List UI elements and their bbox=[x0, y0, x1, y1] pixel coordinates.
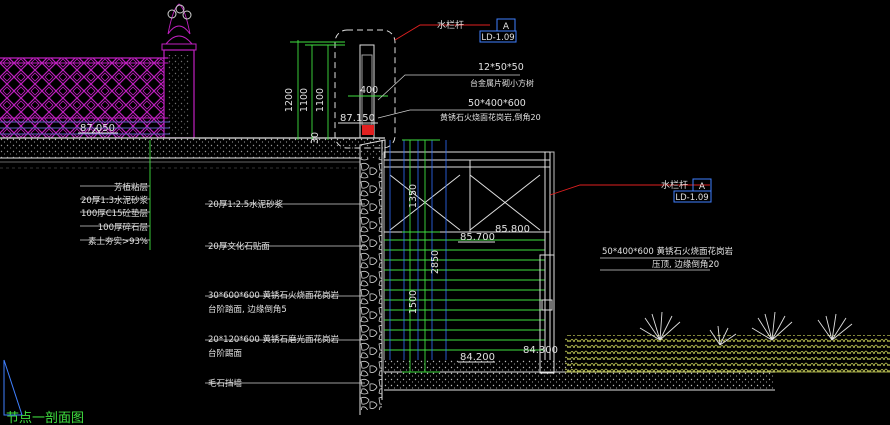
water-feature bbox=[383, 140, 775, 391]
layer-notes: 芳植粘层 20厚1:3水泥砂浆 100厚C15砼垫层 100厚碎石层 素土夯实>… bbox=[81, 182, 148, 247]
note-post-material: 台金属片砌小方树 bbox=[470, 78, 534, 88]
layer-note-5: 素土夯实>93% bbox=[88, 236, 148, 247]
coping-note-size: 50*400*600 黄锈石火烧面花岗岩 bbox=[602, 246, 733, 257]
callout-top-mark: A bbox=[503, 22, 510, 32]
elevation-labels: 87.050 87.150 85.700 85.800 84.200 84.30… bbox=[80, 113, 558, 363]
callout-top-sheet: LD-1.09 bbox=[481, 33, 514, 43]
wall-note-riser-detail: 台阶踢面 bbox=[208, 348, 243, 359]
dim-1200: 1200 bbox=[284, 88, 295, 112]
layer-note-1: 芳植粘层 bbox=[114, 182, 148, 193]
layer-note-4: 100厚碎石层 bbox=[98, 222, 148, 233]
elev-ground-right: 84.300 bbox=[523, 345, 558, 356]
dim-30: 30 bbox=[310, 132, 321, 144]
wall-note-tread: 30*600*600 黄锈石火烧面花岗岩 bbox=[208, 290, 339, 301]
callout-top-label: 水栏杆 bbox=[437, 19, 464, 31]
retaining-wall bbox=[359, 139, 386, 415]
post-notes: 12*50*50 台金属片砌小方树 50*400*600 黄锈石火烧面花岗岩,倒… bbox=[440, 62, 541, 122]
note-post-size: 12*50*50 bbox=[478, 62, 524, 73]
drawing-title-block: 节点一剖面图 bbox=[3, 359, 84, 425]
callout-box-right: 水栏杆 A LD-1.09 bbox=[661, 178, 712, 203]
left-lattice-wall bbox=[0, 3, 197, 139]
elev-water-left: 85.700 bbox=[460, 232, 495, 243]
wall-note-mortar: 20厚1:2.5水泥砂浆 bbox=[208, 199, 284, 210]
drawing-title: 节点一剖面图 bbox=[6, 411, 84, 425]
dimension-lines bbox=[149, 40, 440, 373]
dim-1500: 1500 bbox=[408, 290, 419, 314]
callout-right-sheet: LD-1.09 bbox=[675, 193, 708, 203]
layer-note-2: 20厚1:3水泥砂浆 bbox=[81, 195, 148, 206]
elev-wall-top: 87.050 bbox=[80, 123, 115, 134]
dimension-text: 1200 1100 1100 400 30 1350 2850 1500 bbox=[284, 85, 441, 314]
dim-2850: 2850 bbox=[430, 250, 441, 274]
wall-note-riser: 20*120*600 黄锈石磨光面花岗岩 bbox=[208, 334, 339, 345]
wall-note-tread-detail: 台阶踏面, 边缘倒角5 bbox=[208, 304, 287, 315]
note-cap-size: 50*400*600 bbox=[468, 98, 526, 109]
callout-right-mark: A bbox=[699, 182, 706, 192]
dim-1100-b: 1100 bbox=[315, 88, 326, 112]
callout-box-top: 水栏杆 A LD-1.09 bbox=[437, 18, 517, 43]
elev-water-right: 85.800 bbox=[495, 224, 530, 235]
coping-note-detail: 压顶, 边缘倒角20 bbox=[652, 259, 719, 270]
note-cap-material: 黄锈石火烧面花岗岩,倒角20 bbox=[440, 112, 541, 122]
callout-right-label: 水栏杆 bbox=[661, 179, 688, 191]
wall-note-culture-stone: 20厚文化石贴面 bbox=[208, 241, 270, 252]
deck-slab bbox=[0, 137, 385, 169]
dim-400: 400 bbox=[360, 85, 378, 96]
leader-lines-white bbox=[80, 74, 710, 384]
layer-note-3: 100厚C15砼垫层 bbox=[81, 208, 148, 219]
leader-lines bbox=[394, 24, 710, 196]
railing-post bbox=[334, 29, 396, 149]
dim-1100-a: 1100 bbox=[299, 88, 310, 112]
elev-pool-bottom: 84.200 bbox=[460, 352, 495, 363]
elev-deck: 87.150 bbox=[340, 113, 375, 124]
coping-notes: 50*400*600 黄锈石火烧面花岗岩 压顶, 边缘倒角20 bbox=[602, 246, 733, 270]
shrubs bbox=[565, 311, 890, 373]
dim-1350: 1350 bbox=[408, 184, 419, 208]
wall-notes: 20厚1:2.5水泥砂浆 20厚文化石贴面 30*600*600 黄锈石火烧面花… bbox=[208, 199, 339, 389]
elevation-markers bbox=[78, 122, 495, 363]
wall-note-rubble: 毛石挡墙 bbox=[208, 378, 243, 389]
